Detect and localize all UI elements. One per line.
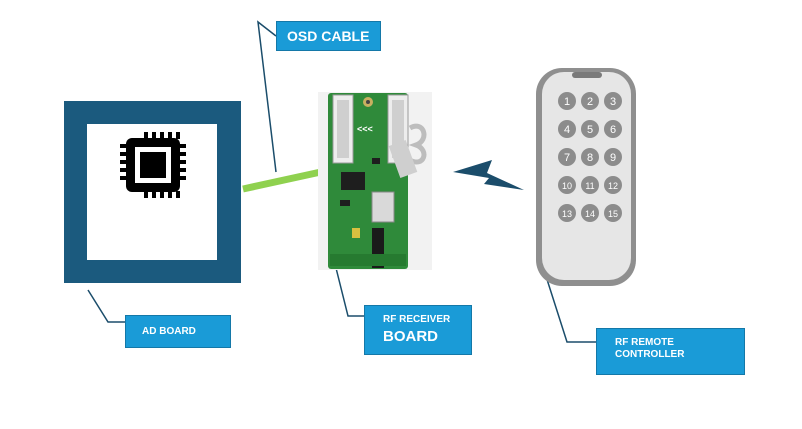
- remote-button-8: 8: [581, 148, 599, 166]
- rf-receiver-board: <<<: [318, 92, 432, 270]
- remote-button-label: 12: [608, 181, 618, 191]
- rf-remote-label-line1: RF REMOTE: [615, 337, 674, 348]
- rf-remote-leader: [543, 269, 596, 343]
- rf-receiver-label-line1: RF RECEIVER: [383, 314, 451, 325]
- remote-button-label: 9: [610, 152, 616, 164]
- rf-receiver-leader: [335, 267, 364, 317]
- remote-button-circle: [558, 204, 576, 222]
- ad-board-label: AD BOARD: [125, 315, 231, 348]
- remote-button-circle: [604, 176, 622, 194]
- chip-pin: [152, 191, 156, 198]
- remote-button-label: 8: [587, 152, 593, 164]
- remote-button-circle: [604, 92, 622, 110]
- remote-button-11: 11: [581, 176, 599, 194]
- remote-button-label: 14: [585, 209, 595, 219]
- rf-receiver-label-line2: BOARD: [383, 328, 438, 345]
- remote-button-label: 11: [585, 181, 594, 191]
- remote-button-label: 13: [562, 209, 572, 219]
- board-arrow-marking: <<<: [357, 124, 373, 134]
- chip-pin: [179, 160, 186, 164]
- chip-pin: [179, 176, 186, 180]
- osd-cable: [242, 166, 331, 193]
- chip-pin: [144, 132, 148, 139]
- chip-pin: [120, 176, 127, 180]
- remote-button-6: 6: [604, 120, 622, 138]
- remote-button-1: 1: [558, 92, 576, 110]
- remote-button-label: 7: [564, 152, 570, 164]
- remote-button-label: 4: [564, 124, 570, 136]
- remote-button-4: 4: [558, 120, 576, 138]
- remote-button-circle: [604, 204, 622, 222]
- remote-button-9: 9: [604, 148, 622, 166]
- remote-button-7: 7: [558, 148, 576, 166]
- remote-button-label: 15: [608, 209, 618, 219]
- remote-button-circle: [581, 176, 599, 194]
- remote-button-circle: [558, 92, 576, 110]
- chip-pin: [179, 144, 186, 148]
- remote-button-label: 10: [562, 181, 572, 191]
- chip-pin: [120, 152, 127, 156]
- remote-button-circle: [581, 148, 599, 166]
- chip-pin: [152, 132, 156, 139]
- remote-button-label: 3: [610, 96, 616, 108]
- chip-pin: [160, 191, 164, 198]
- chip-pin: [160, 132, 164, 139]
- osd-cable-label-text: OSD CABLE: [287, 28, 370, 44]
- remote-button-5: 5: [581, 120, 599, 138]
- remote-button-circle: [558, 148, 576, 166]
- chip-pin: [120, 160, 127, 164]
- rf-remote-label: RF REMOTE CONTROLLER: [596, 328, 745, 375]
- remote-button-label: 5: [587, 124, 593, 136]
- chip-pin: [120, 168, 127, 172]
- remote-button-2: 2: [581, 92, 599, 110]
- chip-pin: [144, 191, 148, 198]
- remote-button-label: 1: [564, 96, 570, 108]
- chip-pin: [176, 191, 180, 198]
- remote-button-circle: [581, 92, 599, 110]
- remote-button-circle: [558, 176, 576, 194]
- chip-pin: [176, 132, 180, 139]
- osd-cable-label: OSD CABLE: [276, 21, 381, 51]
- osd-cable-leader: [257, 20, 277, 173]
- chip-pin: [179, 152, 186, 156]
- chip-pin: [168, 132, 172, 139]
- rf-receiver-label: RF RECEIVER BOARD: [364, 305, 472, 355]
- remote-button-circle: [604, 148, 622, 166]
- remote-button-circle: [558, 120, 576, 138]
- remote-button-10: 10: [558, 176, 576, 194]
- ad-board: [64, 101, 241, 283]
- chip-icon: [120, 132, 186, 198]
- remote-button-circle: [581, 204, 599, 222]
- chip-pin: [179, 168, 186, 172]
- wireless-signal-icon: [453, 160, 524, 190]
- ad-board-leader: [87, 289, 125, 323]
- remote-button-15: 15: [604, 204, 622, 222]
- remote-button-14: 14: [581, 204, 599, 222]
- remote-button-label: 2: [587, 96, 593, 108]
- remote-button-3: 3: [604, 92, 622, 110]
- ad-board-label-text: AD BOARD: [142, 326, 196, 337]
- chip-pin: [168, 191, 172, 198]
- rf-remote-label-line2: CONTROLLER: [615, 349, 685, 360]
- chip-pin: [120, 144, 127, 148]
- remote-button-12: 12: [604, 176, 622, 194]
- remote-button-13: 13: [558, 204, 576, 222]
- remote-button-circle: [581, 120, 599, 138]
- remote-button-circle: [604, 120, 622, 138]
- remote-button-label: 6: [610, 124, 616, 136]
